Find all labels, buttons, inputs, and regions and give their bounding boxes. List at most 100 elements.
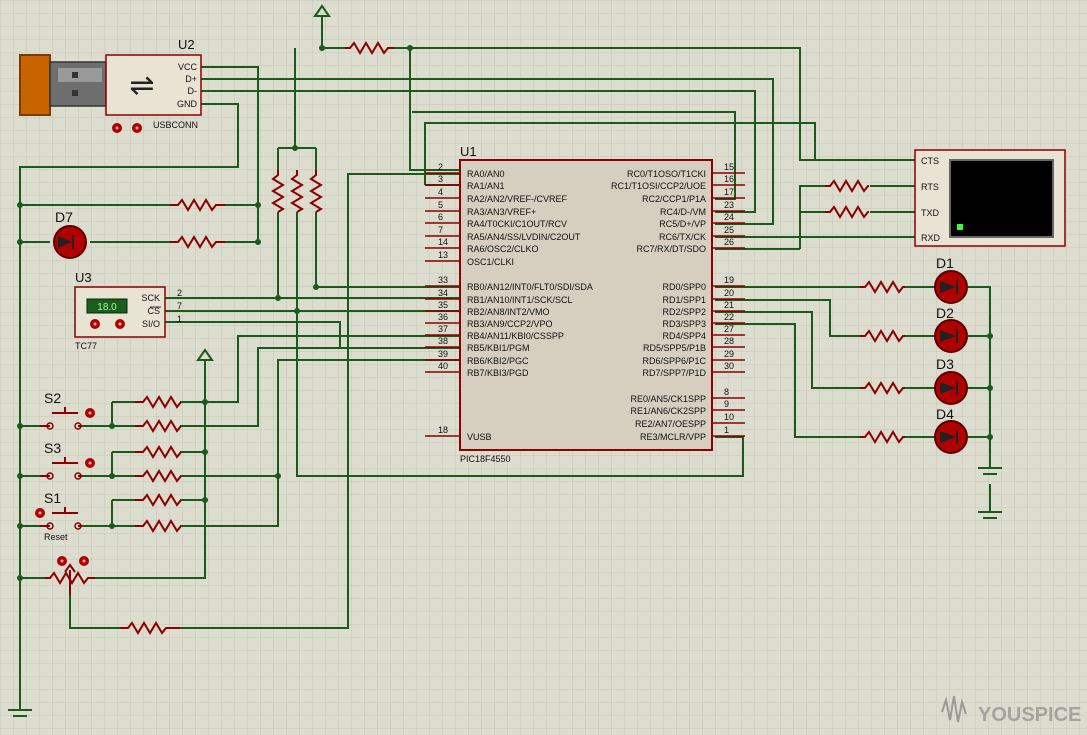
chip-pin-label: RC5/D+/VP <box>659 219 706 229</box>
chip-pin-number: 22 <box>724 312 734 322</box>
led-d7[interactable]: D7 <box>53 209 87 259</box>
chip-pin-label: RC2/CCP1/P1A <box>642 194 706 204</box>
led-d3[interactable]: D3 <box>934 356 968 405</box>
led-d4[interactable]: D4 <box>934 406 968 454</box>
chip-pin-number: 6 <box>438 212 443 222</box>
chip-pin-label: RE1/AN6/CK2SPP <box>630 406 706 416</box>
chip-pin-label: RA4/T0CKI/C1OUT/RCV <box>467 219 567 229</box>
sensor-pin-num-sck: 2 <box>177 288 182 298</box>
chip-pin-label: RC4/D-/VM <box>660 207 706 217</box>
chip-pin-label: RD4/SPP4 <box>662 331 706 341</box>
sensor-pin-num-sio: 1 <box>177 314 182 324</box>
usb-pin-gnd: GND <box>177 99 198 109</box>
chip-pin-label: RC0/T1OSO/T1CKI <box>627 169 706 179</box>
switch-s1-sublabel: Reset <box>44 532 68 542</box>
terminal-pin-txd: TXD <box>921 208 940 218</box>
resistor-left-1 <box>170 198 225 212</box>
chip-pin-number: 15 <box>724 162 734 172</box>
temperature-sensor[interactable]: 18.0 U3 TC77 SCK CS SI/O 2 7 1 <box>74 270 182 351</box>
chip-part: PIC18F4550 <box>460 454 511 464</box>
chip-pin-number: 4 <box>438 187 443 197</box>
chip-pin-label: RD6/SPP6/P1C <box>642 356 706 366</box>
watermark: YOUSPICE <box>941 695 1081 726</box>
switch-s2-label: S2 <box>44 390 61 406</box>
chip-pin-label: RB6/KBI2/PGC <box>467 356 529 366</box>
chip-pin-label: RB1/AN10/INT1/SCK/SCL <box>467 295 573 305</box>
chip-ref: U1 <box>460 144 477 159</box>
terminal-cursor <box>957 224 963 230</box>
chip-pin-number: 36 <box>438 312 448 322</box>
sensor-pin-sio: SI/O <box>142 319 160 329</box>
chip-left-pins: 2RA0/AN03RA1/AN14RA2/AN2/VREF-/CVREF5RA3… <box>425 162 593 442</box>
resistor-s1-b <box>135 519 182 533</box>
switch-s3-label: S3 <box>44 440 61 456</box>
chip-pin-number: 10 <box>724 412 734 422</box>
chip-pin-label: RB3/AN9/CCP2/VPO <box>467 319 553 329</box>
resistor-d1 <box>860 280 905 294</box>
virtual-terminal[interactable]: CTS RTS TXD RXD <box>914 149 1066 247</box>
resistor-bank-3 <box>309 170 323 213</box>
chip-pin-label: RC7/RX/DT/SDO <box>636 244 706 254</box>
chip-pin-number: 39 <box>438 349 448 359</box>
sensor-display: 18.0 <box>97 302 117 313</box>
ground-symbol-left[interactable] <box>8 709 32 717</box>
chip-pin-number: 8 <box>724 387 729 397</box>
usb-ref: U2 <box>178 37 195 52</box>
chip-pin-number: 30 <box>724 361 734 371</box>
chip-pin-number: 33 <box>438 275 448 285</box>
chip-pin-label: RD3/SPP3 <box>662 319 706 329</box>
switch-s1-reset[interactable]: S1 Reset <box>35 490 82 542</box>
potentiometer[interactable] <box>45 556 95 595</box>
chip-pin-label: RE2/AN7/OESPP <box>635 419 706 429</box>
chip-pin-label: RD0/SPP0 <box>662 282 706 292</box>
chip-pin-label: RA6/OSC2/CLKO <box>467 244 539 254</box>
led-d2[interactable]: D2 <box>934 305 968 353</box>
wire-junctions <box>17 45 993 581</box>
chip-pin-label: RD2/SPP2 <box>662 307 706 317</box>
chip-pin-number: 16 <box>724 174 734 184</box>
watermark-wave-icon <box>941 695 967 723</box>
chip-pin-label: RB5/KBI1/PGM <box>467 343 530 353</box>
chip-pin-label: RD1/SPP1 <box>662 295 706 305</box>
ground-symbol-right[interactable] <box>978 467 1002 519</box>
chip-pin-label: RA2/AN2/VREF-/CVREF <box>467 194 568 204</box>
chip-pin-label: RC6/TX/CK <box>659 232 706 242</box>
chip-pin-number: 35 <box>438 300 448 310</box>
resistor-bottom <box>120 621 180 635</box>
led-d1-label: D1 <box>936 255 954 271</box>
usb-connector[interactable]: ⇌ U2 USBCONN VCC D+ D- GND <box>19 37 202 133</box>
usb-pin-vcc: VCC <box>178 62 198 72</box>
chip-pin-number: 25 <box>724 225 734 235</box>
switch-s2[interactable]: S2 <box>40 390 95 430</box>
resistor-rts <box>825 179 869 193</box>
chip-pin-number: 2 <box>438 162 443 172</box>
chip-pin-label: RA5/AN4/SS/LVDIN/C2OUT <box>467 232 581 242</box>
chip-pin-number: 19 <box>724 275 734 285</box>
chip-pin-label: RA0/AN0 <box>467 169 505 179</box>
chip-pin-number: 17 <box>724 187 734 197</box>
chip-pin-number: 3 <box>438 174 443 184</box>
chip-pin-number: 23 <box>724 200 734 210</box>
pic-chip[interactable]: U1 PIC18F4550 2RA0/AN03RA1/AN14RA2/AN2/V… <box>425 144 745 464</box>
usb-pin-dplus: D+ <box>185 74 197 84</box>
resistor-txd <box>825 205 869 219</box>
led-d1[interactable]: D1 <box>934 255 968 304</box>
switch-s3[interactable]: S3 <box>40 440 95 480</box>
chip-pin-number: 26 <box>724 237 734 247</box>
switch-s1-label: S1 <box>44 490 61 506</box>
sensor-ref: U3 <box>75 270 92 285</box>
chip-pin-number: 9 <box>724 399 729 409</box>
terminal-pin-cts: CTS <box>921 156 939 166</box>
chip-pin-number: 40 <box>438 361 448 371</box>
resistors[interactable] <box>120 41 905 635</box>
power-terminal-mid[interactable] <box>196 348 214 361</box>
watermark-text: YOUSPICE <box>978 704 1081 726</box>
chip-pin-number: 21 <box>724 300 734 310</box>
chip-pin-number: 7 <box>438 225 443 235</box>
sensor-pin-sck: SCK <box>141 293 160 303</box>
power-terminal-top[interactable] <box>313 4 331 17</box>
chip-pin-label: RB0/AN12/INT0/FLT0/SDI/SDA <box>467 282 593 292</box>
usb-trident-icon: ⇌ <box>129 69 154 102</box>
sensor-pin-num-cs: 7 <box>177 301 182 311</box>
